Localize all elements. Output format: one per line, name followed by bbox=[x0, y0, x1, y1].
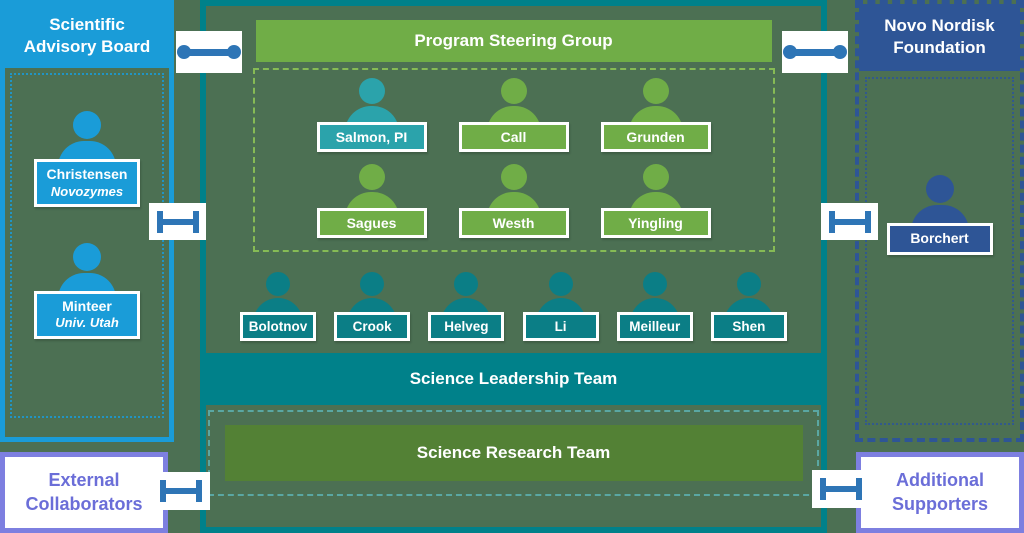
member-yingling: Yingling bbox=[600, 164, 711, 238]
member-westh: Westh bbox=[458, 164, 569, 238]
member-grunden: Grunden bbox=[600, 78, 711, 152]
scientific-advisory-board-panel: Scientific Advisory Board Christensen No… bbox=[0, 0, 174, 442]
member-label: Minteer Univ. Utah bbox=[34, 290, 140, 339]
member-label: Bolotnov bbox=[240, 312, 316, 341]
connector-mid-right-icon bbox=[821, 203, 878, 240]
person-icon bbox=[548, 272, 573, 296]
person-icon bbox=[500, 78, 527, 104]
person-icon bbox=[642, 78, 669, 104]
link-icon bbox=[820, 478, 862, 500]
scientific-advisory-board-members: Christensen Novozymes Minteer Univ. Utah bbox=[10, 73, 164, 419]
connector-mid-left-icon bbox=[149, 203, 206, 240]
member-shen: Shen bbox=[710, 272, 787, 341]
person-icon bbox=[454, 272, 479, 296]
member-affiliation: Univ. Utah bbox=[55, 315, 119, 331]
member-label: Grunden bbox=[600, 122, 711, 152]
steering-group-box: Salmon, PI Call Grunden Sagues bbox=[252, 68, 775, 252]
person-icon bbox=[642, 272, 667, 296]
member-christensen: Christensen Novozymes bbox=[34, 111, 140, 207]
member-label: Li bbox=[522, 312, 599, 341]
person-icon bbox=[358, 78, 385, 104]
person-icon bbox=[360, 272, 385, 296]
research-section: Science Research Team bbox=[208, 410, 819, 496]
external-collaborators-box: External Collaborators bbox=[0, 452, 168, 533]
link-icon bbox=[156, 210, 199, 233]
member-minteer: Minteer Univ. Utah bbox=[34, 242, 140, 339]
member-label: Westh bbox=[458, 208, 569, 238]
novo-nordisk-foundation-title: Novo Nordisk Foundation bbox=[859, 4, 1020, 72]
member-crook: Crook bbox=[334, 272, 411, 341]
person-icon bbox=[642, 164, 669, 190]
person-icon bbox=[925, 175, 954, 204]
person-icon bbox=[73, 111, 101, 140]
novo-nordisk-foundation-panel: Novo Nordisk Foundation Borchert bbox=[855, 0, 1024, 442]
link-icon bbox=[177, 45, 241, 59]
member-sagues: Sagues bbox=[316, 164, 427, 238]
member-label: Shen bbox=[710, 312, 787, 341]
connector-top-left-icon bbox=[176, 31, 242, 73]
scientific-advisory-board-title: Scientific Advisory Board bbox=[5, 5, 169, 69]
member-borchert: Borchert bbox=[886, 175, 993, 255]
member-name: Minteer bbox=[62, 297, 112, 314]
novo-nordisk-foundation-members: Borchert bbox=[865, 77, 1014, 426]
science-leadership-team-band: Science Leadership Team bbox=[206, 353, 821, 405]
member-label: Call bbox=[458, 122, 569, 152]
link-icon bbox=[160, 480, 202, 502]
science-research-team-band: Science Research Team bbox=[224, 425, 803, 481]
member-label: Helveg bbox=[428, 312, 505, 341]
member-bolotnov: Bolotnov bbox=[240, 272, 316, 341]
member-label: Salmon, PI bbox=[316, 122, 427, 152]
member-label: Crook bbox=[334, 312, 411, 341]
program-steering-group-header: Program Steering Group bbox=[255, 20, 772, 62]
member-meilleur: Meilleur bbox=[616, 272, 693, 341]
member-helveg: Helveg bbox=[428, 272, 505, 341]
link-icon bbox=[828, 210, 871, 233]
person-icon bbox=[500, 164, 527, 190]
program-panel: Program Steering Group Salmon, PI Call G… bbox=[200, 0, 827, 533]
person-icon bbox=[73, 242, 101, 271]
member-label: Borchert bbox=[886, 223, 993, 255]
connector-bottom-right-icon bbox=[812, 470, 870, 508]
person-icon bbox=[358, 164, 385, 190]
connector-top-right-icon bbox=[782, 31, 848, 73]
member-label: Meilleur bbox=[616, 312, 693, 341]
member-salmon: Salmon, PI bbox=[316, 78, 427, 152]
member-label: Sagues bbox=[316, 208, 427, 238]
member-name: Christensen bbox=[46, 166, 128, 183]
connector-bottom-left-icon bbox=[152, 472, 210, 510]
member-affiliation: Novozymes bbox=[50, 183, 124, 199]
link-icon bbox=[783, 45, 847, 59]
leadership-members-row: Bolotnov Crook Helveg Li Meilleur Shen bbox=[240, 272, 787, 341]
steering-row-1: Salmon, PI Call Grunden bbox=[255, 78, 773, 152]
member-call: Call bbox=[458, 78, 569, 152]
member-label: Christensen Novozymes bbox=[34, 159, 140, 207]
member-label: Yingling bbox=[600, 208, 711, 238]
additional-supporters-box: Additional Supporters bbox=[856, 452, 1024, 533]
member-li: Li bbox=[522, 272, 599, 341]
person-icon bbox=[266, 272, 290, 296]
steering-row-2: Sagues Westh Yingling bbox=[255, 164, 773, 238]
person-icon bbox=[736, 272, 761, 296]
